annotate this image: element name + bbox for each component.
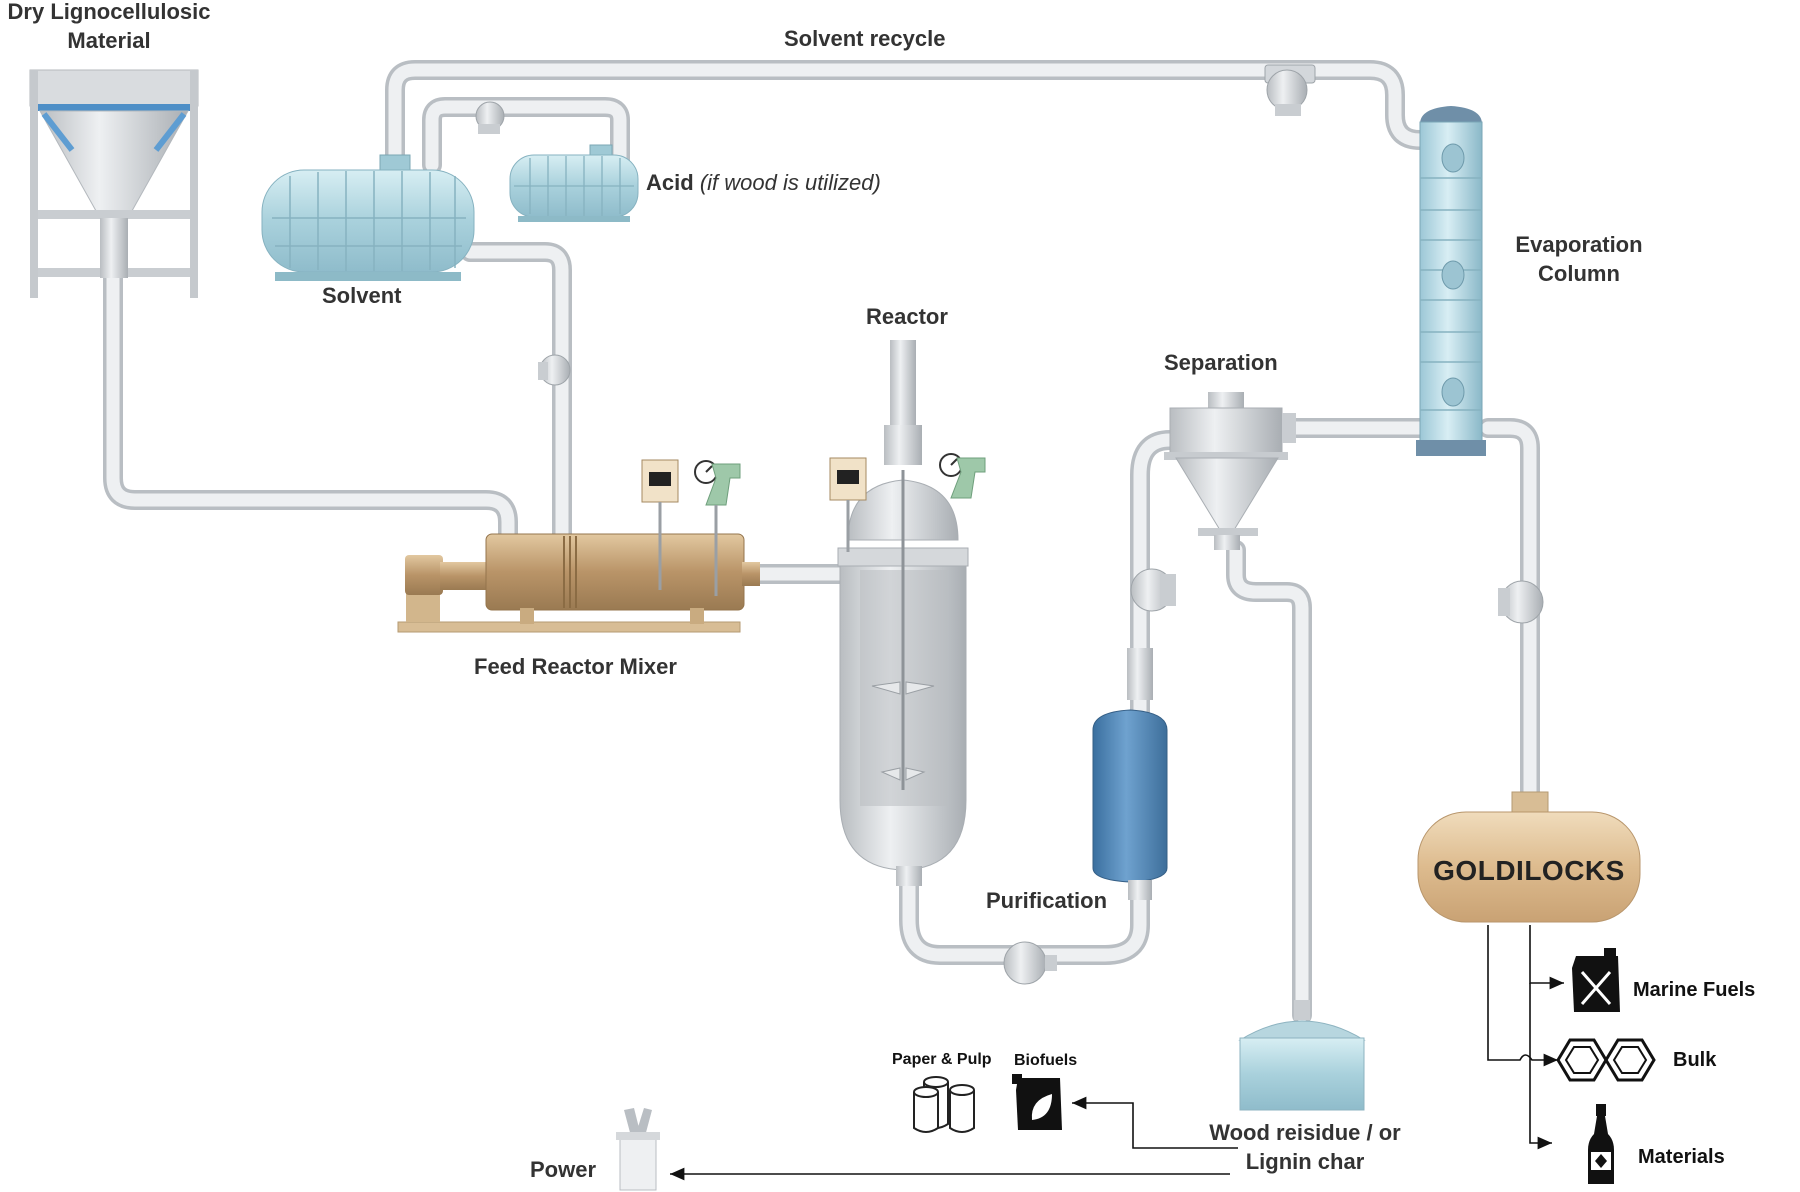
solvent-recycle-label: Solvent recycle xyxy=(784,26,946,51)
dry-material-label: Dry Lignocellulosic Material xyxy=(0,0,218,55)
wood-residue-label: Wood reisidue / or Lignin char xyxy=(1190,1118,1420,1176)
materials-label: Materials xyxy=(1638,1146,1725,1168)
bulk-label: Bulk xyxy=(1673,1049,1717,1071)
residue-silo-icon xyxy=(1238,1000,1366,1111)
wood-residue-line2: Lignin char xyxy=(1245,1149,1365,1174)
purification-vessel-icon xyxy=(1092,648,1168,900)
paper-pulp-label: Paper & Pulp xyxy=(892,1051,992,1068)
output-arrows xyxy=(670,925,1564,1181)
acid-label: Acid (if wood is utilized) xyxy=(646,168,881,197)
solvent-tank-icon xyxy=(261,154,475,281)
wood-residue-line1: Wood reisidue / or xyxy=(1209,1120,1401,1145)
marine-fuels-label: Marine Fuels xyxy=(1633,979,1756,1001)
purification-label: Purification xyxy=(986,888,1108,913)
evaporation-column-label: Evaporation Column xyxy=(1486,230,1672,288)
dry-material-line2: Material xyxy=(67,28,151,53)
reactor-vessel-icon xyxy=(829,340,986,886)
paper-rolls-icon xyxy=(913,1076,975,1133)
solvent-label: Solvent xyxy=(322,283,402,308)
dry-material-line1: Dry Lignocellulosic xyxy=(7,0,211,24)
pump-icon xyxy=(1498,580,1544,624)
power-plug-icon xyxy=(616,1108,660,1191)
pump-icon xyxy=(1003,941,1057,985)
biofuels-label: Biofuels xyxy=(1014,1052,1078,1069)
separation-label: Separation xyxy=(1164,350,1278,375)
evaporation-line1: Evaporation xyxy=(1515,232,1643,257)
pump-icon xyxy=(1130,568,1176,612)
cyclone-separator-icon xyxy=(1164,392,1296,550)
goldilocks-tank-icon xyxy=(1417,791,1641,923)
hopper-icon xyxy=(29,69,199,298)
goldilocks-label: GOLDILOCKS xyxy=(1433,855,1625,886)
biofuel-can-icon xyxy=(1012,1074,1062,1130)
reactor-label: Reactor xyxy=(866,304,948,329)
naphthalene-icon xyxy=(1556,1038,1656,1082)
acid-label-bold: Acid xyxy=(646,170,694,195)
power-label: Power xyxy=(530,1157,597,1182)
jerrycan-icon xyxy=(1572,948,1620,1012)
feed-reactor-mixer-label: Feed Reactor Mixer xyxy=(474,654,677,679)
evaporation-line2: Column xyxy=(1538,261,1620,286)
bottle-icon xyxy=(1588,1104,1614,1184)
pump-icon xyxy=(475,101,505,134)
acid-label-note: (if wood is utilized) xyxy=(699,170,881,195)
evaporation-column-icon xyxy=(1416,106,1486,456)
pump-icon xyxy=(1264,64,1316,116)
feed-reactor-mixer-icon xyxy=(397,459,760,633)
acid-tank-icon xyxy=(509,144,639,222)
pump-icon xyxy=(538,354,571,386)
